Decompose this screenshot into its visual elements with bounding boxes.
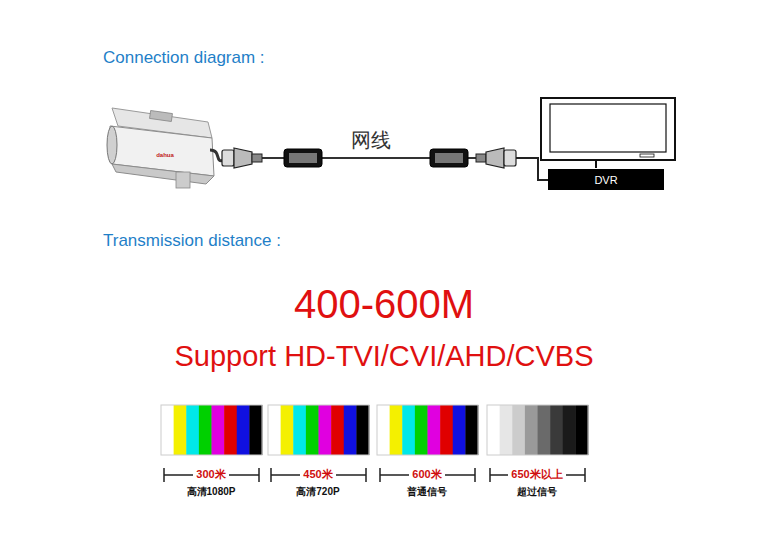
dvr-box: DVR xyxy=(548,169,664,190)
color-bar xyxy=(440,405,453,455)
color-bar xyxy=(356,405,369,455)
color-bar xyxy=(550,405,563,455)
color-bar xyxy=(344,405,357,455)
video-balun xyxy=(284,149,322,167)
monitor-drawing xyxy=(541,98,675,168)
color-bar xyxy=(174,405,187,455)
color-bar xyxy=(428,405,441,455)
bracket-line xyxy=(490,468,585,482)
color-bar xyxy=(525,405,538,455)
color-bar xyxy=(500,405,513,455)
distance-label: 300米 xyxy=(193,468,228,481)
color-bar xyxy=(161,405,174,455)
format-support: Support HD-TVI/CVI/AHD/CVBS xyxy=(175,340,594,373)
color-bar xyxy=(402,405,415,455)
color-bar xyxy=(281,405,294,455)
signal-label: 普通信号 xyxy=(407,486,447,498)
color-bar xyxy=(319,405,332,455)
camera-drawing xyxy=(107,108,224,188)
color-bar xyxy=(237,405,250,455)
distance-label: 650米以上 xyxy=(508,468,565,481)
color-bar xyxy=(563,405,576,455)
signal-label: 高清1080P xyxy=(187,486,236,498)
color-bar xyxy=(199,405,212,455)
distance-label: 600米 xyxy=(409,468,444,481)
video-balun xyxy=(430,149,468,167)
bracket-line xyxy=(271,468,366,482)
color-bar xyxy=(538,405,551,455)
distance-range: 400-600M xyxy=(294,281,474,327)
section-heading: Transmission distance : xyxy=(103,231,281,251)
color-bar xyxy=(331,405,344,455)
color-bar xyxy=(390,405,403,455)
color-bar xyxy=(575,405,588,455)
panel-frame xyxy=(268,405,369,455)
color-bar xyxy=(415,405,428,455)
brand-logo: dahua xyxy=(156,152,174,159)
color-bar xyxy=(293,405,306,455)
color-bar xyxy=(465,405,478,455)
bracket-line xyxy=(164,468,259,482)
bracket-line xyxy=(380,468,475,482)
distance-brackets xyxy=(164,468,585,482)
color-bar xyxy=(212,405,225,455)
device-label: DVR xyxy=(594,174,617,186)
color-bar xyxy=(487,405,500,455)
color-bar xyxy=(453,405,466,455)
color-bar xyxy=(268,405,281,455)
color-bar-panels xyxy=(161,405,588,455)
color-bar xyxy=(249,405,262,455)
signal-label: 高清720P xyxy=(296,486,339,498)
color-bar xyxy=(186,405,199,455)
cable-label: 网线 xyxy=(351,129,391,152)
panel-frame xyxy=(161,405,262,455)
bnc-connector xyxy=(476,148,516,168)
color-bar xyxy=(306,405,319,455)
section-heading: Connection diagram : xyxy=(103,48,265,68)
color-bar xyxy=(512,405,525,455)
color-bar xyxy=(224,405,237,455)
panel-frame xyxy=(487,405,588,455)
signal-label: 超过信号 xyxy=(517,486,557,498)
panel-frame xyxy=(377,405,478,455)
distance-label: 450米 xyxy=(300,468,335,481)
color-bar xyxy=(377,405,390,455)
bnc-connector xyxy=(222,148,262,168)
